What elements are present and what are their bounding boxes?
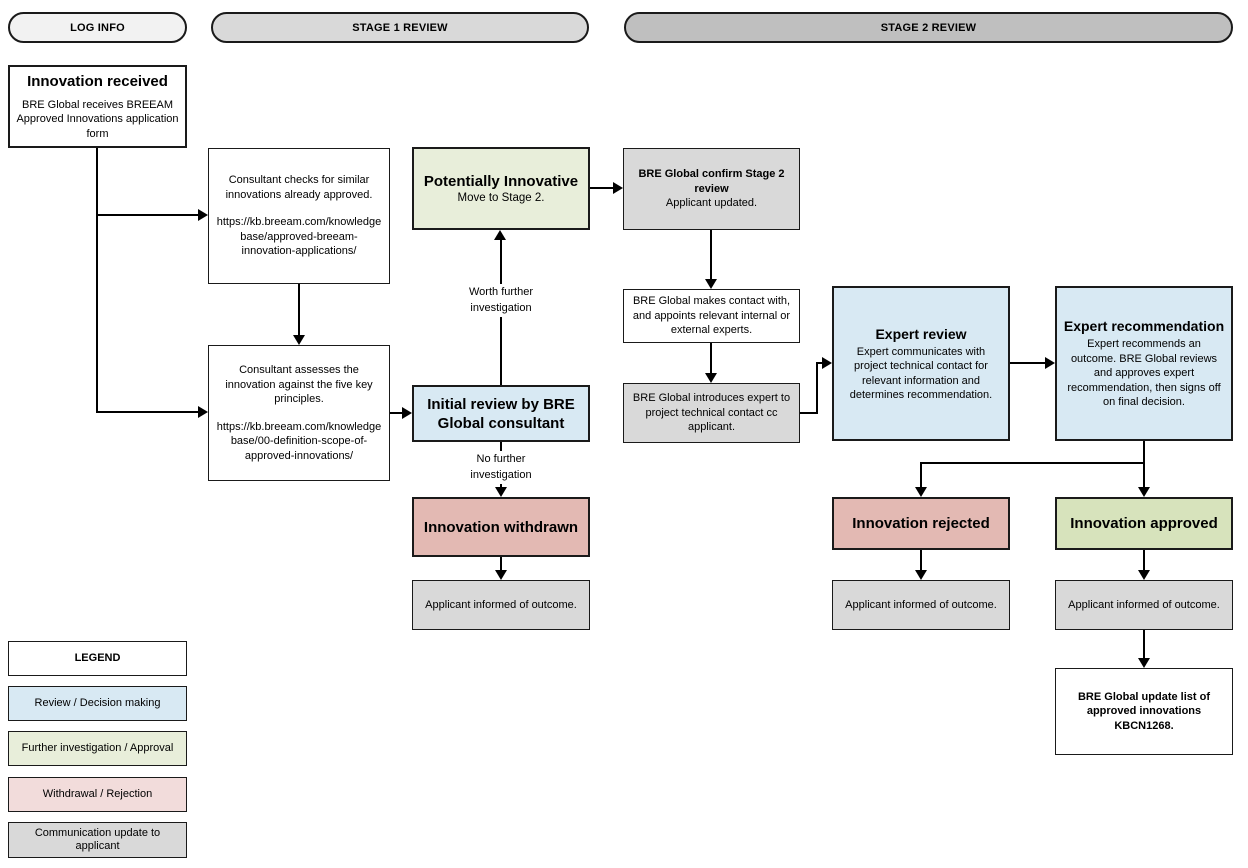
box-innovation-received-title: Innovation received	[27, 72, 168, 90]
box-expert-recommendation-body: Expert recommends an outcome. BRE Global…	[1067, 338, 1221, 409]
box-applicant-informed-stage1: Applicant informed of outcome.	[412, 580, 590, 630]
box-innovation-rejected-title: Innovation rejected	[852, 515, 990, 532]
box-update-list-body: BRE Global update list of approved innov…	[1077, 690, 1210, 732]
box-introduce-expert-body: BRE Global introduces expert to project …	[632, 392, 791, 434]
arrow-line-introduce-elbow-h1	[800, 412, 818, 414]
box-applicant-informed-stage1-body: Applicant informed of outcome.	[425, 598, 577, 611]
arrow-head-approved-to-informed-icon	[1138, 570, 1150, 580]
arrow-line-assesses-to-initial	[390, 412, 403, 414]
arrow-head-assesses-to-initial-icon	[402, 407, 412, 419]
box-innovation-rejected: Innovation rejected	[832, 497, 1010, 550]
arrow-line-rejected-to-informed	[920, 550, 922, 571]
arrow-line-introduce-elbow-h2	[818, 362, 824, 364]
arrow-line-checks-to-assesses	[298, 284, 300, 336]
box-consultant-assesses: Consultant assesses the innovation again…	[208, 345, 390, 481]
box-expert-recommendation: Expert recommendation Expert recommends …	[1055, 286, 1233, 441]
box-applicant-informed-rejected-body: Applicant informed of outcome.	[845, 598, 997, 611]
arrow-line-recommendation-down	[1143, 441, 1145, 464]
legend-item-communication-update-label: Communication update to applicant	[34, 826, 161, 853]
arrow-head-to-checks-icon	[198, 209, 208, 221]
box-expert-review-body: Expert communicates with project technic…	[849, 345, 993, 402]
box-stage2-confirm-title: BRE Global confirm Stage 2 review	[638, 168, 785, 195]
box-innovation-approved-title: Innovation approved	[1070, 515, 1218, 532]
arrow-line-received-trunk	[96, 148, 98, 413]
arrow-head-branch-to-approved-icon	[1138, 487, 1150, 497]
edge-label-no-further-investigation: No further investigation	[457, 451, 545, 484]
box-innovation-withdrawn: Innovation withdrawn	[412, 497, 590, 557]
arrow-head-informed-to-update-list-icon	[1138, 658, 1150, 668]
arrow-line-approved-to-informed	[1143, 550, 1145, 571]
box-consultant-assesses-body: Consultant assesses the innovation again…	[225, 364, 373, 405]
edge-label-worth-further-investigation: Worth further investigation	[466, 284, 536, 317]
lane-header-log-info-label: LOG INFO	[70, 21, 125, 34]
box-applicant-informed-rejected: Applicant informed of outcome.	[832, 580, 1010, 630]
legend-item-review-decision-label: Review / Decision making	[34, 696, 161, 709]
box-consultant-checks: Consultant checks for similar innovation…	[208, 148, 390, 284]
box-initial-review-title: Initial review by BRE Global consultant	[427, 395, 575, 432]
box-initial-review: Initial review by BRE Global consultant	[412, 385, 590, 442]
arrow-head-to-assesses-icon	[198, 406, 208, 418]
box-expert-review: Expert review Expert communicates with p…	[832, 286, 1010, 441]
box-innovation-approved: Innovation approved	[1055, 497, 1233, 550]
lane-header-stage1-label: STAGE 1 REVIEW	[352, 21, 448, 34]
arrow-head-rejected-to-informed-icon	[915, 570, 927, 580]
arrow-head-initial-to-withdrawn-icon	[495, 487, 507, 497]
arrow-line-received-to-assesses	[96, 411, 198, 413]
legend-title-label: LEGEND	[74, 651, 121, 664]
box-potentially-innovative: Potentially Innovative Move to Stage 2.	[412, 147, 590, 230]
legend-title: LEGEND	[8, 641, 187, 676]
box-appoint-experts: BRE Global makes contact with, and appoi…	[623, 289, 800, 343]
arrow-line-review-to-recommendation	[1010, 362, 1046, 364]
arrow-line-branch-horizontal	[920, 462, 1145, 464]
arrow-head-branch-to-rejected-icon	[915, 487, 927, 497]
lane-header-stage2-review: STAGE 2 REVIEW	[624, 12, 1233, 43]
box-applicant-informed-approved-body: Applicant informed of outcome.	[1068, 598, 1220, 611]
arrow-line-potentially-to-confirm	[590, 187, 614, 189]
arrow-line-received-to-checks	[96, 214, 198, 216]
arrow-head-confirm-to-appoint-icon	[705, 279, 717, 289]
box-stage2-confirm-body: Applicant updated.	[665, 197, 758, 210]
box-expert-review-title: Expert review	[875, 325, 967, 342]
legend-item-withdrawal-rejection: Withdrawal / Rejection	[8, 777, 187, 812]
arrow-line-informed-to-update-list	[1143, 630, 1145, 659]
box-stage2-confirm: BRE Global confirm Stage 2 review Applic…	[623, 148, 800, 230]
box-consultant-checks-body: Consultant checks for similar innovation…	[225, 174, 373, 201]
box-innovation-withdrawn-title: Innovation withdrawn	[423, 518, 579, 536]
lane-header-log-info: LOG INFO	[8, 12, 187, 43]
arrow-head-initial-to-potentially-icon	[494, 230, 506, 240]
arrow-head-potentially-to-confirm-icon	[613, 182, 623, 194]
legend-item-communication-update: Communication update to applicant	[8, 822, 187, 858]
arrow-head-introduce-to-expert-review-icon	[822, 357, 832, 369]
box-expert-recommendation-title: Expert recommendation	[1063, 318, 1225, 335]
arrow-line-branch-to-rejected	[920, 462, 922, 488]
arrow-line-introduce-elbow-v	[816, 362, 818, 414]
legend-item-review-decision: Review / Decision making	[8, 686, 187, 721]
arrow-line-branch-to-approved	[1143, 462, 1145, 488]
box-consultant-checks-url: https://kb.breeam.com/knowledgebase/appr…	[216, 216, 382, 258]
arrow-head-checks-to-assesses-icon	[293, 335, 305, 345]
lane-header-stage1-review: STAGE 1 REVIEW	[211, 12, 589, 43]
box-update-list: BRE Global update list of approved innov…	[1055, 668, 1233, 755]
box-introduce-expert: BRE Global introduces expert to project …	[623, 383, 800, 443]
box-appoint-experts-body: BRE Global makes contact with, and appoi…	[632, 295, 791, 337]
box-potentially-innovative-title: Potentially Innovative	[423, 172, 579, 190]
box-potentially-innovative-subtitle: Move to Stage 2.	[457, 191, 545, 204]
arrow-line-confirm-to-appoint	[710, 230, 712, 280]
arrow-head-appoint-to-introduce-icon	[705, 373, 717, 383]
arrow-line-appoint-to-introduce	[710, 343, 712, 374]
box-applicant-informed-approved: Applicant informed of outcome.	[1055, 580, 1233, 630]
box-consultant-assesses-url: https://kb.breeam.com/knowledgebase/00-d…	[216, 420, 382, 462]
legend-item-further-investigation: Further investigation / Approval	[8, 731, 187, 766]
legend-item-further-investigation-label: Further investigation / Approval	[21, 741, 174, 754]
arrow-head-review-to-recommendation-icon	[1045, 357, 1055, 369]
box-innovation-received-body: BRE Global receives BREEAM Approved Inno…	[16, 98, 179, 140]
arrow-line-withdrawn-to-informed	[500, 557, 502, 571]
legend-item-withdrawal-rejection-label: Withdrawal / Rejection	[42, 787, 153, 800]
arrow-head-withdrawn-to-informed-icon	[495, 570, 507, 580]
lane-header-stage2-label: STAGE 2 REVIEW	[880, 21, 977, 34]
box-innovation-received: Innovation received BRE Global receives …	[8, 65, 187, 148]
